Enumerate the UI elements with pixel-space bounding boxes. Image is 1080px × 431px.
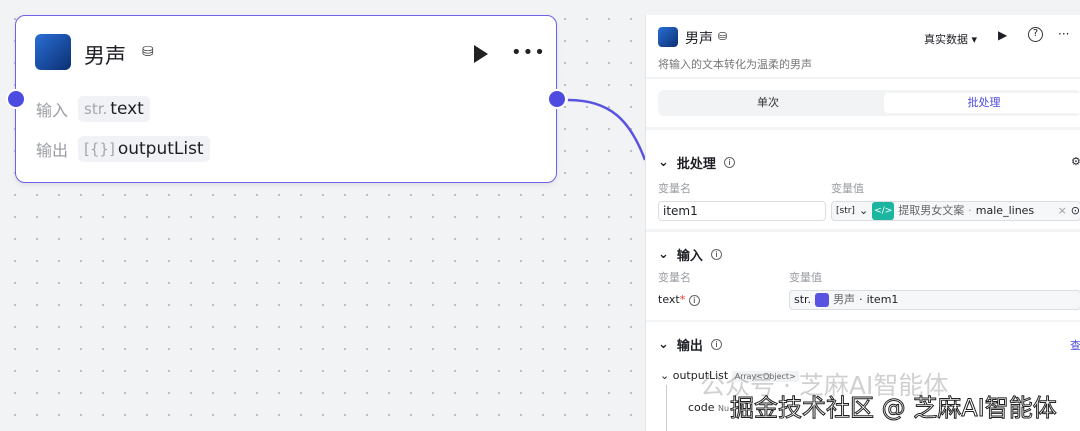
- clear-icon[interactable]: ×: [1057, 204, 1067, 217]
- tab-single[interactable]: 单次: [757, 96, 779, 109]
- settings-gear-icon[interactable]: ⚙: [1071, 155, 1080, 168]
- code-node-icon: </>: [872, 202, 895, 220]
- output-label: 输出: [36, 141, 69, 160]
- microphone-icon: [35, 34, 71, 70]
- tab-batch[interactable]: 批处理: [884, 93, 1080, 113]
- node-card-male-voice[interactable]: 男声 ⛁ ••• 输入 str.text 输出 [{}]outputList: [15, 15, 557, 183]
- batch-var-value-selector[interactable]: [str]⌄ </> 提取男女文案·male_lines ×⊙: [831, 201, 1080, 221]
- collapse-chevron-icon[interactable]: ⌄: [658, 155, 669, 170]
- view-link[interactable]: 查: [1070, 339, 1080, 352]
- plugin-icon: ⛁: [718, 30, 728, 43]
- panel-description: 将输入的文本转化为温柔的男声: [658, 58, 812, 71]
- panel-title: 男声: [685, 31, 713, 47]
- input-port[interactable]: [6, 89, 26, 109]
- variable-picker-icon[interactable]: ⊙: [1070, 204, 1080, 217]
- data-mode-dropdown[interactable]: 真实数据 ▾: [924, 33, 978, 46]
- run-button[interactable]: [474, 45, 488, 63]
- output-chip: [{}]outputList: [78, 136, 210, 162]
- collapse-chevron-icon[interactable]: ⌄: [658, 337, 669, 352]
- param-text-label: text* i: [658, 293, 700, 306]
- batch-var-name-input[interactable]: item1: [658, 201, 826, 221]
- watermark: 公众号 · 芝麻AI智能体: [700, 371, 949, 400]
- more-button[interactable]: ···: [1058, 27, 1070, 41]
- mode-segmented-control: 单次 批处理: [658, 90, 1080, 116]
- output-tree-item[interactable]: ⌄ outputList Array<Object>: [660, 369, 799, 382]
- microphone-icon: [658, 27, 678, 47]
- info-icon: i: [710, 339, 722, 350]
- batch-section-title: 批处理: [676, 157, 716, 172]
- col-var-value: 变量值: [789, 271, 822, 284]
- info-icon: i: [710, 249, 722, 260]
- node-settings-panel: 男声 ⛁ 真实数据 ▾ ▶ ? ··· 将输入的文本转化为温柔的男声 单次 批处…: [645, 15, 1080, 431]
- watermark: 掘金技术社区 @ 芝麻AI智能体: [730, 394, 1058, 423]
- info-icon: i: [723, 157, 735, 168]
- node-title: 男声: [84, 44, 126, 68]
- output-port[interactable]: [547, 89, 567, 109]
- col-var-name: 变量名: [658, 271, 691, 284]
- help-icon[interactable]: ?: [1028, 27, 1043, 42]
- plugin-icon: ⛁: [142, 44, 154, 60]
- run-button[interactable]: ▶: [998, 28, 1008, 42]
- input-chip: str.text: [78, 96, 150, 122]
- collapse-chevron-icon[interactable]: ⌄: [658, 247, 669, 262]
- col-var-value: 变量值: [831, 182, 864, 195]
- more-button[interactable]: •••: [511, 42, 546, 63]
- input-section-title: 输入: [676, 249, 703, 264]
- node-icon: [815, 293, 830, 307]
- input-label: 输入: [36, 101, 69, 120]
- output-section-title: 输出: [676, 339, 703, 354]
- output-tree-item[interactable]: code Nu: [688, 401, 730, 414]
- col-var-name: 变量名: [658, 182, 691, 195]
- input-value-selector[interactable]: str. 男声·item1: [789, 290, 1080, 310]
